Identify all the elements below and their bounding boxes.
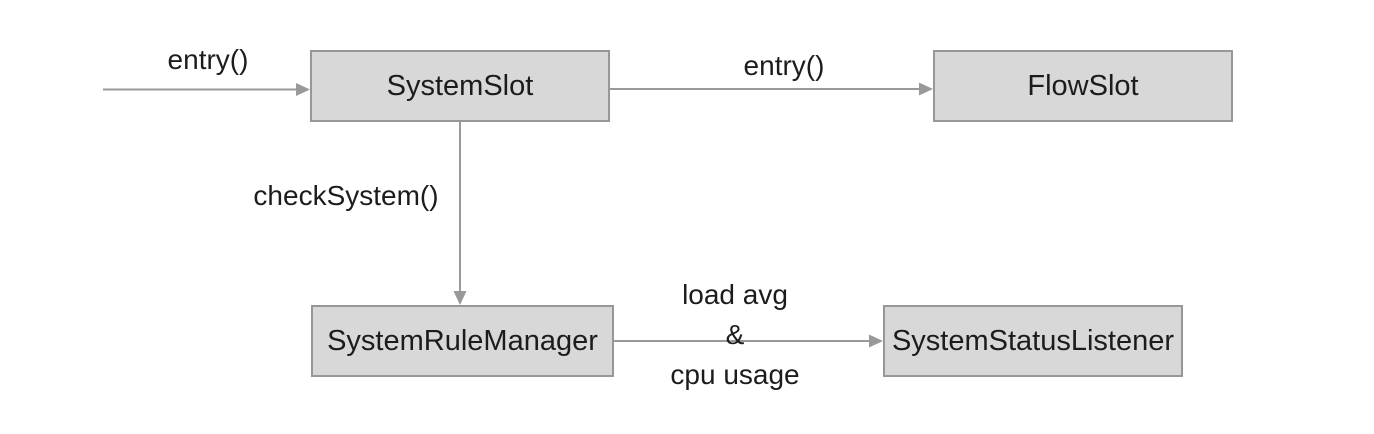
edge-label-load-avg-cpu-usage: load avg & cpu usage — [670, 275, 799, 395]
edge-entry-to-systemslot — [103, 83, 310, 96]
edge-label-line-1: load avg — [682, 279, 788, 310]
edge-systemslot-to-flowslot — [610, 82, 933, 96]
node-flow-slot: FlowSlot — [933, 50, 1233, 122]
arrowhead-right-icon — [919, 82, 933, 96]
node-system-status-listener-label: SystemStatusListener — [891, 324, 1175, 357]
node-system-status-listener: SystemStatusListener — [883, 305, 1183, 377]
edge-label-check-system: checkSystem() — [253, 180, 439, 211]
node-system-slot-label: SystemSlot — [386, 69, 534, 102]
edge-label-entry-start: entry() — [167, 44, 249, 75]
node-flow-slot-label: FlowSlot — [1027, 69, 1139, 102]
node-system-slot: SystemSlot — [310, 50, 610, 122]
node-system-rule-manager-label: SystemRuleManager — [327, 324, 598, 357]
arrowhead-down-icon — [453, 291, 467, 305]
edge-label-line-2: & — [725, 319, 745, 350]
edge-systemslot-to-systemrulemanager — [453, 122, 467, 305]
edge-systemrulemanager-to-systemstatuslistener — [614, 334, 883, 348]
arrowhead-right-icon — [296, 83, 310, 96]
node-system-rule-manager: SystemRuleManager — [311, 305, 614, 377]
edge-label-entry-flow: entry() — [743, 50, 825, 81]
edge-label-line-3: cpu usage — [670, 359, 800, 390]
arrowhead-right-icon — [869, 334, 883, 348]
